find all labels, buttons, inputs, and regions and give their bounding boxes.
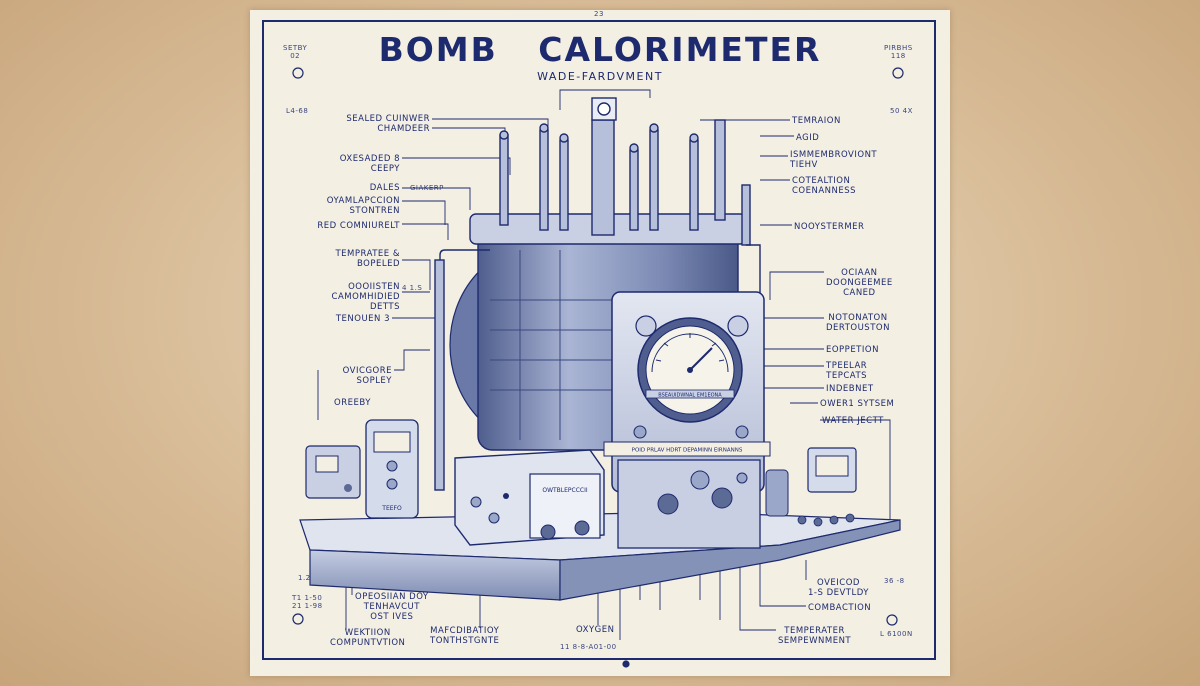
corner-mark-low-right: 36 -8 [884,577,905,585]
label-temperater: TEMPERATER SEMPEWNMENT [778,626,852,646]
panel-strip: POID PRLAV HDRT DEPAMINN EIRNANNS [632,448,743,454]
corner-mark-bottom-right: L 6100N [880,630,913,638]
corner-mark-mid-left: L4-68 [286,107,309,115]
label-red-connector: RED COMNIURELT [317,221,400,231]
gauge-banner: BSEAUIDWNAL EM1EONA [658,393,722,399]
label-measurement: ISMMEMBROVIONT TIEHV [790,150,878,170]
label-dales: DALES [369,183,400,193]
label-temperature: TEMPRATEE & BOPELED [335,249,400,269]
frame-markers [292,67,904,668]
sheet-number: 23 [594,10,604,18]
label-oxidized-cell: OXESADED 8 CEEPY [339,154,400,174]
page-title: BOMB CALORIMETER [378,30,822,69]
label-eoppetion: EOPPETION [826,345,879,355]
note-4-1s: 4 1.S [402,284,423,292]
side-unit-right [765,447,857,527]
label-cotealtion: COTEALTION COENANNESS [792,176,857,196]
label-temraion: TEMRAION [792,116,841,126]
corner-mark-mid-right: 50 4X [890,107,913,115]
corner-mark-top-left: SETBY 02 [283,44,308,60]
label-oxygen-supply: OVICGORE SOPLEY [342,366,392,386]
label-tenouen: TENOUEN 3 [335,314,390,324]
label-agid: AGID [796,133,820,143]
corner-mark-bottom-center: 11 8-8-A01-00 [560,643,617,651]
label-ower1-system: OWER1 SYTSEM [820,399,895,409]
label-water-jectt: WATER JECTT [822,416,884,426]
label-sealed-chamber: SEALED CUINWER CHAMDEER [346,114,430,134]
label-oreeby: OREEBY [334,398,371,408]
page-subtitle: WADE-FARDVMENT [537,70,663,83]
label-combined-details: OOOIISTEN CAMOMHIDIED DETTS [331,282,400,312]
control-box-label: OWTBLEPCCCII [542,487,588,494]
label-calibration: MAFCDIBATIOY TONTHSTGNTE [430,626,500,646]
side-unit-left: TEEFO [305,419,419,519]
label-oxygen-control: OYAMLAPCCION STONTREN [326,196,400,216]
side-unit-caption: TEEFO [381,505,402,512]
label-ocean-gauge: OCIAAN DOONGEEMEE CANED [826,268,893,298]
control-box: OWTBLEPCCCII [454,449,605,546]
label-wektion: WEKTIION COMPUNTVTION [330,628,406,648]
label-oxygen: OXYGEN [576,625,615,635]
gauge-panel: BSEAUIDWNAL EM1EONA POID PRLAV HDRT DEPA… [603,291,771,549]
label-notonaton: NOTONATON DERTOUSTON [826,313,890,333]
label-oveicod: OVEICOD 1-S DEVTLDY [808,578,870,598]
corner-mark-top-right: PIRBHS 118 [884,44,913,60]
label-combaction: COMBACTION [808,603,872,613]
label-operation-body: OPEOSIIAN DOY TENHAVCUT OST IVES [355,592,429,622]
corner-mark-bottom-left: T1 1-50 21 1-98 [292,594,323,610]
label-tpeelar: TPEELAR TEPCATS [826,361,868,381]
label-indebnet: INDEBNET [826,384,874,394]
top-pipes [434,97,761,491]
diagram-frame [262,20,936,660]
label-nooystermer: NOOYSTERMER [794,222,865,232]
corner-mark-low-left: 1.2-8 [298,574,319,582]
